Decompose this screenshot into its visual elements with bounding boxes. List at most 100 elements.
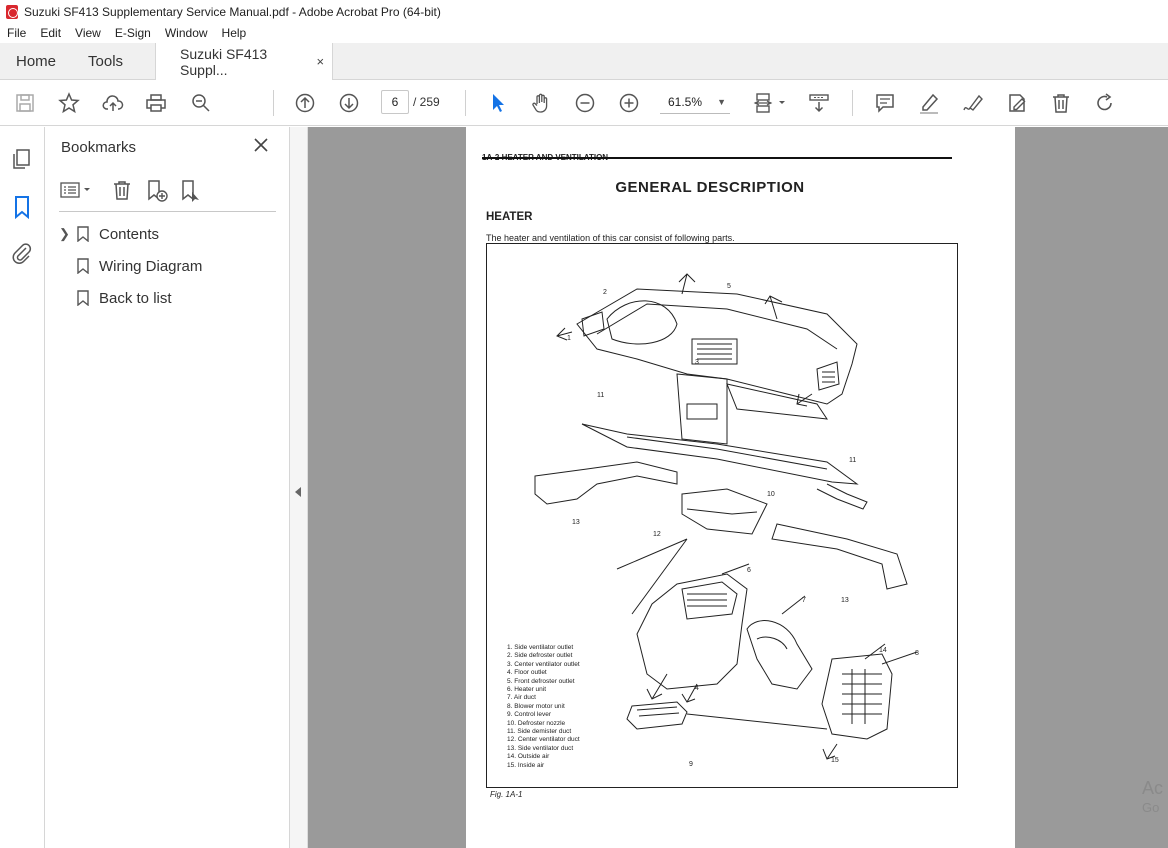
callout-label: 10 <box>767 491 775 498</box>
pdf-page: 1A-2 HEATER AND VENTILATION GENERAL DESC… <box>466 127 1015 848</box>
legend-item: 14. Outside air <box>507 753 550 761</box>
left-rail <box>0 127 45 848</box>
toolbar-separator <box>273 90 274 116</box>
page-number-input[interactable]: 6 <box>381 90 409 114</box>
hand-tool-icon[interactable] <box>528 90 554 116</box>
menu-bar: File Edit View E-Sign Window Help <box>0 23 1168 43</box>
callout-label: 14 <box>879 647 887 654</box>
title-bar: Suzuki SF413 Supplementary Service Manua… <box>0 0 1168 23</box>
legend-item: 9. Control lever <box>507 711 552 719</box>
heater-ventilation-illustration: 1 2 3 4 5 6 7 8 9 10 11 11 12 13 13 14 1 <box>534 273 919 768</box>
delete-icon[interactable] <box>1048 90 1074 116</box>
bookmarks-divider <box>59 211 276 212</box>
intro-text: The heater and ventilation of this car c… <box>486 233 735 243</box>
callout-label: 5 <box>727 283 731 290</box>
window-title: Suzuki SF413 Supplementary Service Manua… <box>24 4 441 19</box>
upload-cloud-icon[interactable] <box>100 90 126 116</box>
section-heading: HEATER <box>486 211 533 223</box>
options-list-icon[interactable] <box>59 179 95 201</box>
bookmark-label: Wiring Diagram <box>99 257 203 275</box>
scroll-mode-icon[interactable] <box>806 90 832 116</box>
edit-pdf-icon[interactable] <box>1004 90 1030 116</box>
callout-label: 9 <box>689 761 693 768</box>
menu-edit[interactable]: Edit <box>40 26 62 40</box>
toolbar-separator <box>852 90 853 116</box>
sign-pen-icon[interactable] <box>960 90 986 116</box>
bookmark-contents[interactable]: ❯ Contents <box>59 223 159 245</box>
figure-caption: Fig. 1A-1 <box>490 790 523 799</box>
callout-label: 8 <box>915 650 919 657</box>
tab-bar: Home Tools Suzuki SF413 Suppl... × <box>0 43 1168 80</box>
new-bookmark-icon[interactable] <box>145 179 169 203</box>
legend-item: 15. Inside air <box>507 761 545 769</box>
callout-label: 6 <box>747 567 751 574</box>
callout-label: 12 <box>653 531 661 538</box>
bookmark-back-to-list[interactable]: Back to list <box>59 287 172 309</box>
toolbar-separator <box>465 90 466 116</box>
select-cursor-icon[interactable] <box>485 90 511 116</box>
zoom-value: 61.5% <box>668 94 703 109</box>
menu-help[interactable]: Help <box>221 26 247 40</box>
callout-label: 1 <box>567 335 571 342</box>
previous-page-icon[interactable] <box>292 90 318 116</box>
tab-tools[interactable]: Tools <box>88 52 124 70</box>
legend-item: 3. Center ventilator outlet <box>507 660 580 668</box>
menu-esign[interactable]: E-Sign <box>114 26 151 40</box>
callout-label: 4 <box>695 685 699 692</box>
next-page-icon[interactable] <box>336 90 362 116</box>
document-viewer[interactable]: 1A-2 HEATER AND VENTILATION GENERAL DESC… <box>308 127 1168 848</box>
zoom-select[interactable]: 61.5% ▼ <box>660 90 730 114</box>
zoom-search-icon[interactable] <box>188 90 214 116</box>
save-icon[interactable] <box>12 90 38 116</box>
bookmark-label: Back to list <box>99 289 172 307</box>
tab-home[interactable]: Home <box>16 52 57 70</box>
menu-view[interactable]: View <box>75 26 101 40</box>
bookmark-panel-icon[interactable] <box>10 195 34 220</box>
callout-label: 13 <box>572 519 580 526</box>
callout-label: 15 <box>831 757 839 764</box>
highlight-pen-icon[interactable] <box>916 90 942 116</box>
collapse-arrow-icon <box>295 487 301 497</box>
page-fit-icon[interactable] <box>750 90 790 116</box>
zoom-in-icon[interactable] <box>616 90 642 116</box>
legend-item: 2. Side defroster outlet <box>507 652 573 660</box>
find-bookmark-icon[interactable] <box>179 179 203 203</box>
figure-frame: 1 2 3 4 5 6 7 8 9 10 11 11 12 13 13 14 1 <box>486 243 958 788</box>
legend-item: 4. Floor outlet <box>507 669 547 677</box>
comment-icon[interactable] <box>872 90 898 116</box>
callout-label: 2 <box>603 289 607 296</box>
callout-label: 11 <box>597 392 604 399</box>
callout-label: 3 <box>695 359 699 366</box>
chevron-right-icon[interactable]: ❯ <box>59 226 70 241</box>
tab-document[interactable]: Suzuki SF413 Suppl... × <box>155 43 334 80</box>
delete-bookmark-icon[interactable] <box>111 179 133 201</box>
legend-item: 13. Side ventilator duct <box>507 744 574 752</box>
header-rule <box>482 157 952 159</box>
tab-document-label: Suzuki SF413 Suppl... <box>180 45 268 78</box>
menu-window[interactable]: Window <box>164 26 208 40</box>
rotate-icon[interactable] <box>1092 90 1118 116</box>
activation-watermark: Ac Go <box>1142 778 1164 815</box>
bookmark-icon <box>77 258 89 274</box>
legend-item: 1. Side ventilator outlet <box>507 644 574 651</box>
zoom-out-icon[interactable] <box>572 90 598 116</box>
attachment-icon[interactable] <box>10 241 34 265</box>
bookmark-icon <box>77 290 89 306</box>
chevron-down-icon: ▼ <box>717 96 726 107</box>
star-icon[interactable] <box>56 90 82 116</box>
legend-item: 8. Blower motor unit <box>507 702 565 710</box>
close-tab-icon[interactable]: × <box>316 54 325 69</box>
bookmark-wiring-diagram[interactable]: Wiring Diagram <box>59 255 202 277</box>
bookmark-icon <box>77 226 89 242</box>
parts-legend: 1. Side ventilator outlet 2. Side defros… <box>507 644 580 770</box>
legend-item: 7. Air duct <box>507 694 536 702</box>
page-total: / 259 <box>413 95 440 109</box>
panel-collapse-handle[interactable] <box>290 127 308 848</box>
legend-item: 10. Defroster nozzle <box>507 719 566 727</box>
callout-label: 11 <box>849 457 856 464</box>
menu-file[interactable]: File <box>7 26 27 40</box>
print-icon[interactable] <box>143 90 169 116</box>
callout-label: 7 <box>802 597 806 604</box>
close-icon[interactable] <box>253 137 269 153</box>
pages-thumbnails-icon[interactable] <box>10 147 34 171</box>
